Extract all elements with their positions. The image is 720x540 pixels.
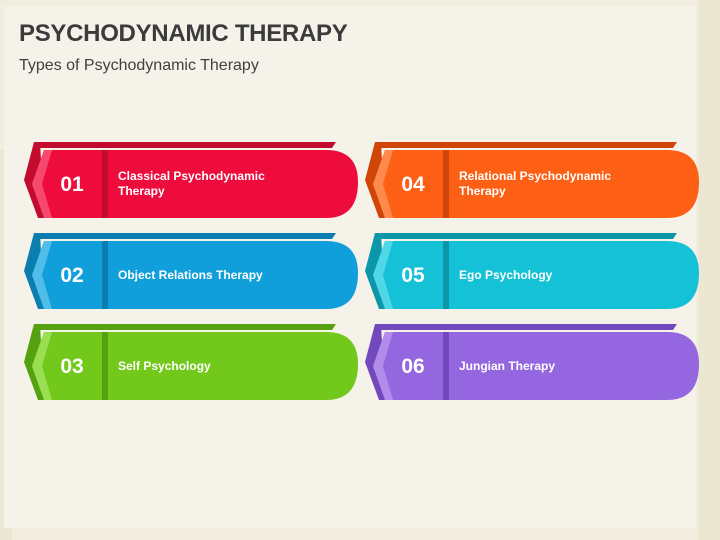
card-shape	[365, 324, 699, 400]
card-label: Ego Psychology	[459, 267, 553, 282]
card-body	[32, 150, 358, 218]
card-chevron-highlight	[373, 241, 393, 309]
slide-subtitle: Types of Psychodynamic Therapy	[19, 57, 259, 74]
card-body	[373, 332, 699, 400]
card-chevron-highlight	[32, 150, 52, 218]
card-chevron-highlight	[32, 241, 52, 309]
therapy-card: 05 Ego Psychology	[365, 233, 699, 309]
card-number: 03	[60, 355, 84, 378]
card-label: Object Relations Therapy	[118, 267, 263, 282]
card-shape	[365, 142, 699, 218]
card-label: Classical Psychodynamic Therapy	[118, 169, 265, 198]
card-chevron-highlight	[373, 150, 393, 218]
card-divider	[443, 150, 449, 218]
slide: PSYCHODYNAMIC THERAPY Types of Psychodyn…	[4, 6, 699, 528]
therapy-card: 06 Jungian Therapy	[365, 324, 699, 400]
card-label: Relational Psychodynamic Therapy	[459, 169, 612, 198]
card-shape	[24, 324, 358, 400]
therapy-card: 04 Relational Psychodynamic Therapy	[365, 142, 699, 218]
background-band-right	[698, 0, 720, 540]
card-chevron-highlight	[373, 332, 393, 400]
card-top-fold	[377, 142, 677, 148]
card-body	[373, 241, 699, 309]
card-body	[32, 332, 358, 400]
card-shape	[365, 233, 699, 309]
card-top-fold	[36, 142, 336, 148]
card-shape	[24, 142, 358, 218]
card-top-fold	[36, 324, 336, 330]
card-number: 06	[401, 355, 425, 378]
therapy-card: 03 Self Psychology	[24, 324, 358, 400]
therapy-card: 02 Object Relations Therapy	[24, 233, 358, 309]
card-divider	[102, 332, 108, 400]
card-body	[373, 150, 699, 218]
card-number: 02	[60, 264, 84, 287]
slide-title: PSYCHODYNAMIC THERAPY	[19, 20, 348, 47]
card-top-fold	[377, 324, 677, 330]
card-number: 01	[60, 173, 84, 196]
card-shape	[24, 233, 358, 309]
card-divider	[102, 150, 108, 218]
card-chevron-highlight	[32, 332, 52, 400]
card-label: Self Psychology	[118, 358, 211, 373]
card-number: 04	[401, 173, 425, 196]
card-body	[32, 241, 358, 309]
card-label: Jungian Therapy	[459, 358, 556, 373]
card-divider	[443, 241, 449, 309]
card-number: 05	[401, 264, 425, 287]
card-top-fold	[377, 233, 677, 239]
card-divider	[102, 241, 108, 309]
card-top-fold	[36, 233, 336, 239]
card-divider	[443, 332, 449, 400]
therapy-card: 01 Classical Psychodynamic Therapy	[24, 142, 358, 218]
